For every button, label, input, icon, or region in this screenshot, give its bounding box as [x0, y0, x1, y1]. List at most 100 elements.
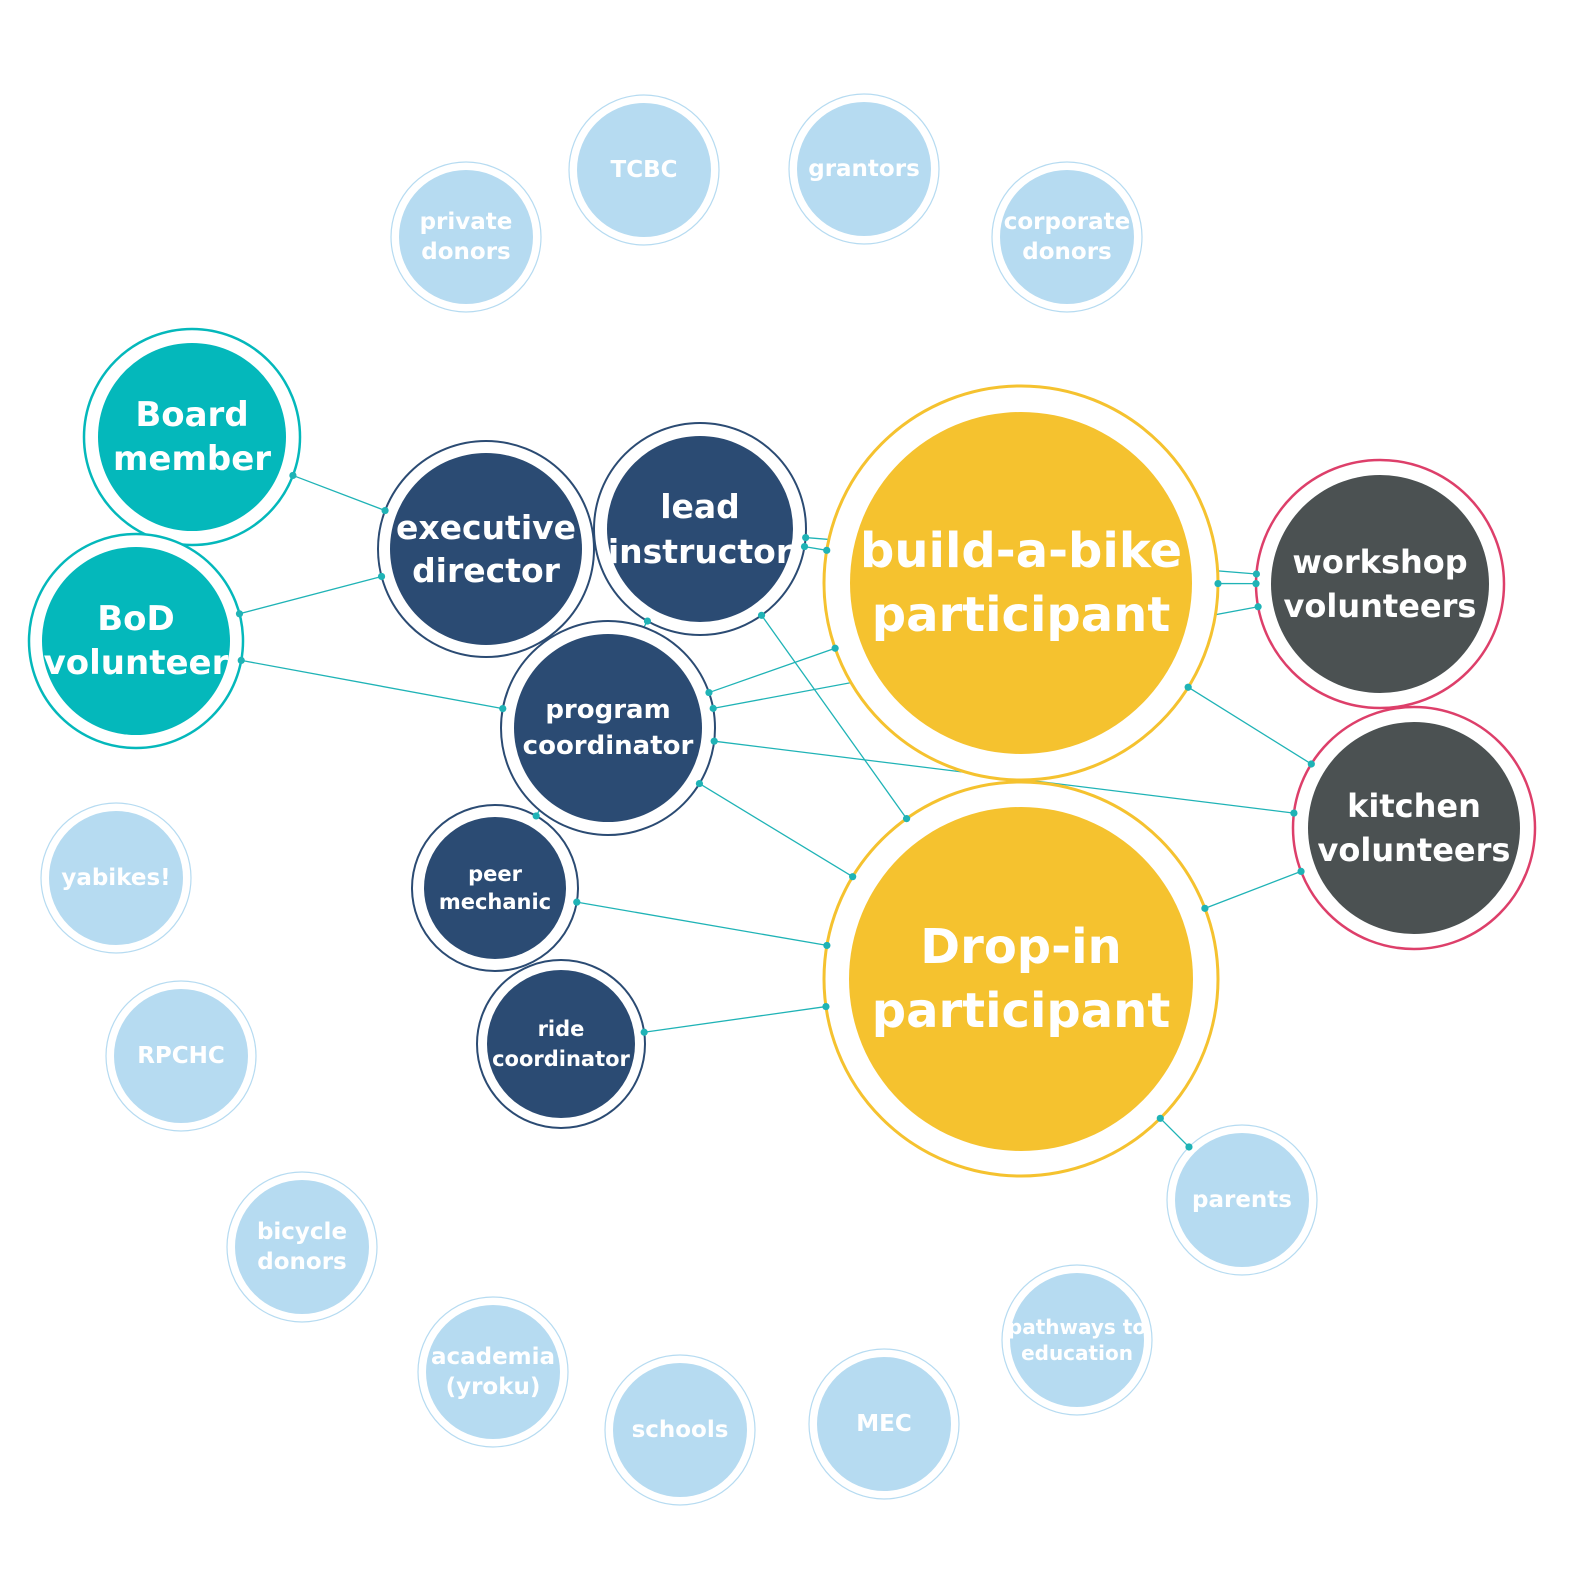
- link-bod-volunteer-to-program-coordinator: [241, 659, 503, 710]
- link-endpoint-dot: [695, 779, 704, 788]
- link-endpoint-dot: [902, 815, 911, 823]
- node-disc: [613, 1363, 747, 1497]
- node-disc: [577, 103, 711, 237]
- node-label: member: [113, 439, 271, 479]
- link-endpoint-dot: [1156, 1114, 1164, 1122]
- node-label: peer: [468, 862, 523, 886]
- node-workshop-volunteers: workshop volunteers: [1254, 458, 1506, 710]
- link-program-coordinator-to-build-a-bike-participant: [708, 647, 836, 694]
- node-disc: [850, 412, 1192, 754]
- node-label: pathways to: [1008, 1315, 1146, 1339]
- link-bod-volunteer-to-executive-director: [239, 575, 382, 615]
- node-label: kitchen: [1347, 787, 1481, 825]
- node-label: volunteers: [1284, 587, 1477, 625]
- node-disc: [114, 989, 248, 1123]
- link-endpoint-dot: [1252, 580, 1260, 588]
- node-label: executive: [396, 508, 576, 547]
- node-label: participant: [872, 587, 1171, 643]
- link-build-a-bike-participant-to-kitchen-volunteers: [1187, 686, 1312, 765]
- node-label: build-a-bike: [860, 523, 1182, 579]
- node-label: academia: [431, 1344, 555, 1370]
- link-program-coordinator-to-drop-in-participant: [699, 783, 853, 878]
- link-endpoint-dot: [800, 542, 809, 551]
- node-label: instructor: [608, 532, 793, 571]
- node-disc: [487, 970, 635, 1118]
- node-label: volunteers: [1318, 831, 1511, 869]
- node-yabikes: yabikes!: [40, 802, 192, 954]
- nodes-layer: BoardmemberBoDvolunteerexecutivedirector…: [27, 93, 1537, 1506]
- link-endpoint-dot: [1185, 1143, 1193, 1151]
- link-endpoint-dot: [1254, 603, 1262, 611]
- node-label: workshop: [1292, 543, 1467, 581]
- node-disc: [424, 817, 566, 959]
- node-label: coordinator: [492, 1047, 630, 1071]
- link-lead-instructor-to-build-a-bike-participant: [804, 545, 827, 551]
- node-disc: [426, 1305, 560, 1439]
- link-endpoint-dot: [1214, 579, 1222, 588]
- node-disc: [235, 1180, 369, 1314]
- node-label: education: [1021, 1341, 1133, 1365]
- node-disc: [797, 102, 931, 236]
- node-parents: parents: [1166, 1124, 1318, 1276]
- node-label: donors: [257, 1249, 346, 1275]
- node-label: participant: [872, 983, 1171, 1039]
- node-label: grantors: [808, 156, 920, 182]
- node-disc: [49, 811, 183, 945]
- node-schools: schools: [604, 1354, 756, 1506]
- node-label: bicycle: [257, 1219, 347, 1245]
- node-label: lead: [660, 487, 740, 526]
- node-disc: [1308, 722, 1520, 934]
- node-label: TCBC: [611, 157, 678, 183]
- node-label: director: [412, 551, 561, 590]
- link-endpoint-dot: [499, 705, 507, 713]
- node-label: volunteer: [44, 643, 229, 683]
- node-tcbc: TCBC: [568, 94, 720, 246]
- node-label: BoD: [97, 599, 175, 639]
- link-endpoint-dot: [573, 898, 581, 906]
- node-label: parents: [1192, 1187, 1292, 1213]
- link-endpoint-dot: [849, 873, 857, 881]
- node-disc: [1010, 1273, 1144, 1407]
- link-endpoint-dot: [289, 471, 297, 480]
- link-drop-in-participant-to-kitchen-volunteers: [1204, 870, 1302, 909]
- link-endpoint-dot: [643, 617, 652, 625]
- node-label: (yroku): [446, 1374, 541, 1400]
- node-label: private: [420, 209, 513, 235]
- link-drop-in-participant-to-parents: [1159, 1117, 1190, 1148]
- node-label: program: [545, 695, 670, 725]
- link-board-member-to-executive-director: [292, 474, 386, 512]
- link-endpoint-dot: [381, 506, 389, 515]
- link-peer-mechanic-to-drop-in-participant: [576, 901, 827, 947]
- node-disc: [1175, 1133, 1309, 1267]
- link-endpoint-dot: [823, 546, 831, 554]
- link-endpoint-dot: [237, 656, 245, 664]
- node-disc: [98, 343, 286, 531]
- node-disc: [1271, 475, 1489, 693]
- node-lead-instructor: lead instructor: [593, 422, 807, 636]
- node-label: corporate: [1004, 209, 1131, 235]
- node-grantors: grantors: [788, 93, 940, 245]
- link-endpoints-layer: [235, 471, 1315, 1151]
- node-disc: [42, 547, 230, 735]
- link-endpoint-dot: [532, 812, 540, 820]
- node-label: schools: [632, 1417, 729, 1443]
- link-endpoint-dot: [1290, 809, 1298, 817]
- node-disc: [514, 634, 702, 822]
- node-disc: [1000, 170, 1134, 304]
- node-label: Board: [135, 395, 248, 435]
- link-endpoint-dot: [377, 572, 386, 581]
- link-endpoint-dot: [1297, 867, 1305, 875]
- node-label: donors: [421, 239, 510, 265]
- link-lead-instructor-to-drop-in-participant: [761, 614, 908, 819]
- node-executive-director: executive director: [377, 440, 595, 658]
- node-disc: [849, 807, 1193, 1151]
- link-endpoint-dot: [822, 1002, 830, 1011]
